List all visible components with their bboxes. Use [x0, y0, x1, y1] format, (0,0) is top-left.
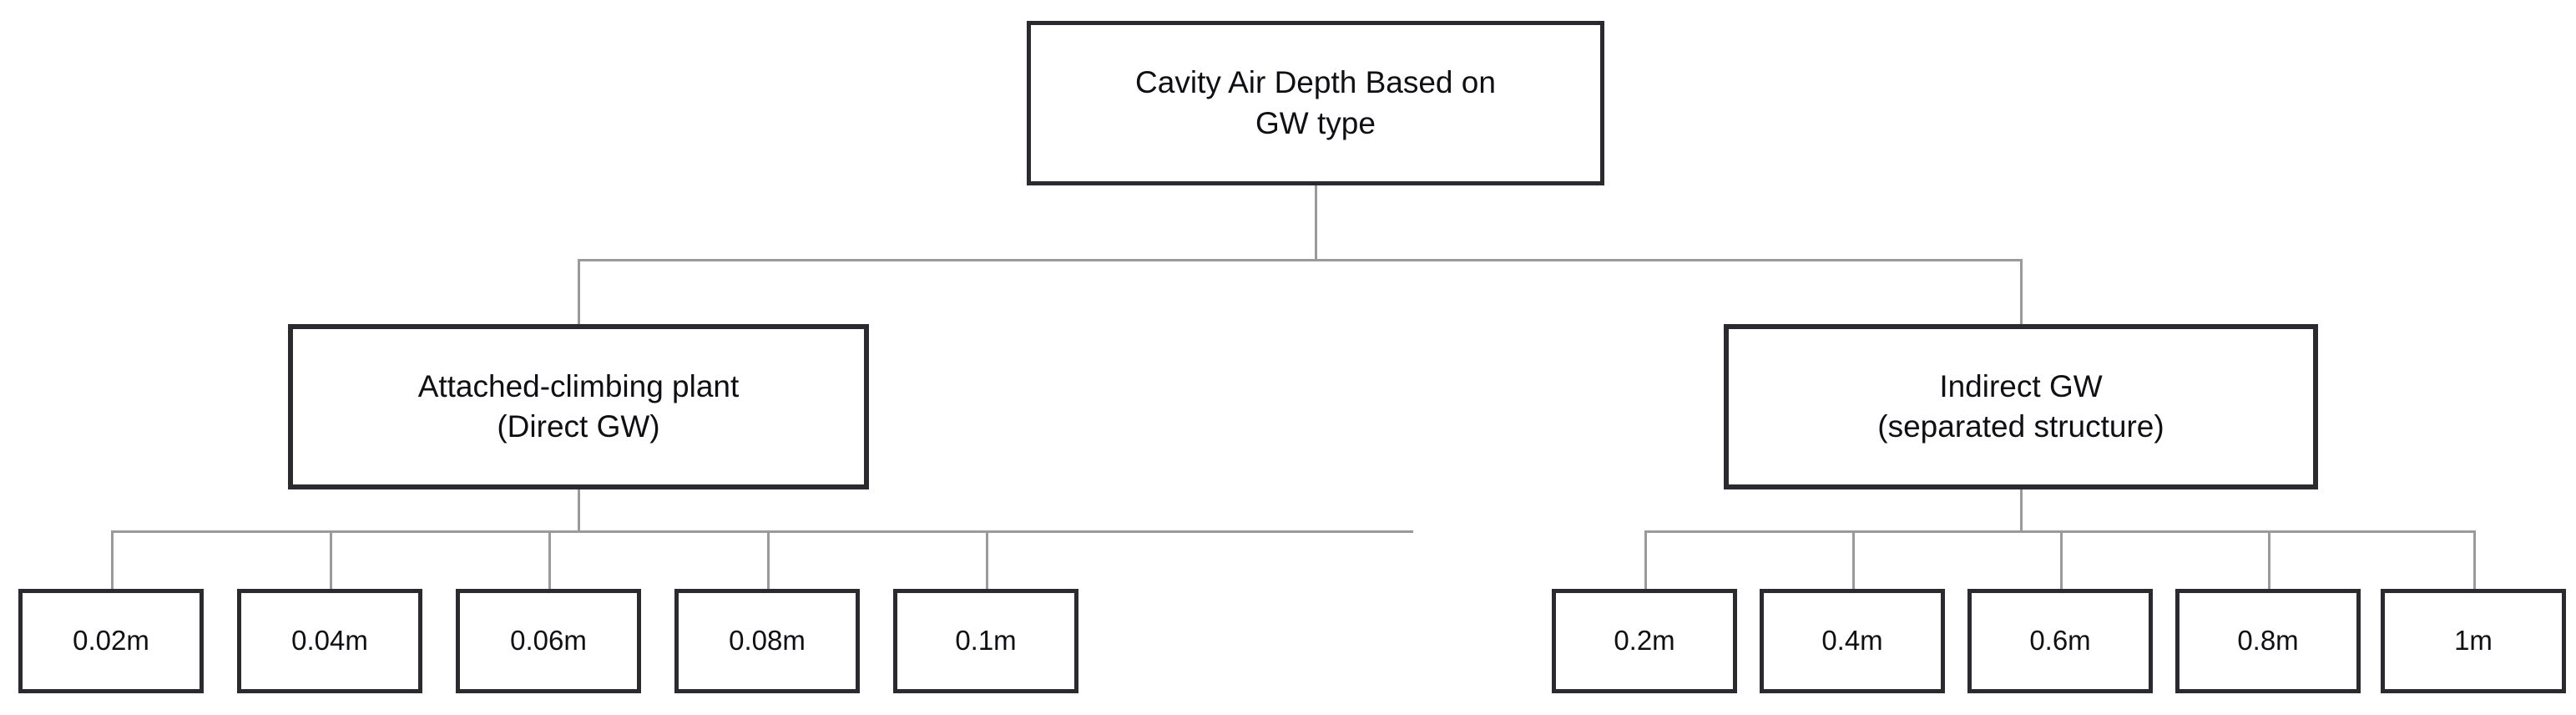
- connector-leaf-right-2: [1852, 530, 1855, 589]
- node-leaf-indirect-2: 0.4m: [1760, 589, 1945, 693]
- connector-leaf-left-2: [330, 530, 332, 589]
- connector-leaf-bus-right: [1644, 530, 2475, 533]
- node-leaf-direct-3: 0.06m: [456, 589, 641, 693]
- node-root: Cavity Air Depth Based on GW type: [1027, 21, 1604, 185]
- connector-leaf-right-1: [1644, 530, 1647, 589]
- connector-leaf-left-3: [548, 530, 551, 589]
- connector-leaf-bus-left: [111, 530, 1413, 533]
- connector-to-branch-left: [578, 259, 580, 326]
- node-branch-direct-gw: Attached-climbing plant (Direct GW): [288, 324, 869, 489]
- connector-leaf-right-3: [2060, 530, 2063, 589]
- node-leaf-indirect-5: 1m: [2381, 589, 2566, 693]
- node-leaf-indirect-4: 0.8m: [2175, 589, 2361, 693]
- node-leaf-direct-2: 0.04m: [237, 589, 422, 693]
- connector-to-branch-right: [2020, 259, 2023, 326]
- node-leaf-indirect-3: 0.6m: [1967, 589, 2153, 693]
- connector-branch-right-stem: [2020, 489, 2023, 532]
- node-leaf-direct-4: 0.08m: [674, 589, 860, 693]
- connector-root-stem: [1315, 185, 1317, 261]
- node-leaf-indirect-1: 0.2m: [1552, 589, 1737, 693]
- node-branch-indirect-gw: Indirect GW (separated structure): [1724, 324, 2318, 489]
- node-leaf-direct-5: 0.1m: [893, 589, 1078, 693]
- connector-leaf-right-5: [2473, 530, 2476, 589]
- connector-branch-left-stem: [578, 489, 580, 532]
- connector-leaf-left-5: [986, 530, 988, 589]
- node-leaf-direct-1: 0.02m: [18, 589, 204, 693]
- connector-leaf-left-1: [111, 530, 114, 589]
- connector-root-bus: [578, 259, 2022, 261]
- connector-leaf-left-4: [767, 530, 770, 589]
- connector-leaf-right-4: [2268, 530, 2270, 589]
